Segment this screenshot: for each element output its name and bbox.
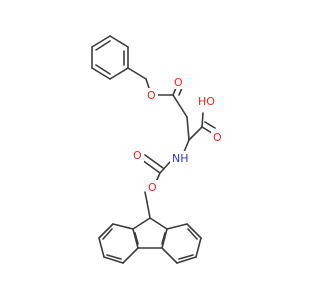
bond	[145, 78, 150, 89]
bond	[195, 237, 202, 258]
acid-hydroxyl-label: HO	[198, 95, 215, 108]
bond	[161, 247, 178, 264]
ester-oxygen-label: O	[147, 89, 156, 102]
structure-canvas: O O HO O NH O O	[91, 35, 224, 264]
bond	[186, 223, 202, 239]
bond-inner	[102, 228, 113, 240]
ester-chain	[127, 67, 216, 153]
bond-inner	[178, 254, 194, 260]
fluorene-system	[98, 217, 202, 264]
benzyl-ring	[91, 35, 129, 80]
molecule-diagram: O O HO O NH O O	[91, 35, 224, 264]
atom-labels: O O HO O NH O O	[131, 76, 224, 194]
bond	[144, 191, 148, 203]
bond	[188, 126, 203, 141]
bond	[109, 35, 129, 48]
bond	[98, 223, 114, 239]
bond-inner	[187, 228, 198, 240]
bond	[146, 201, 151, 219]
label-mask	[146, 180, 159, 194]
bond-inner	[95, 64, 111, 75]
bond	[132, 217, 151, 230]
bond-inner	[161, 232, 166, 245]
bond	[103, 256, 124, 264]
ester-carbonyl-oxygen-label: O	[174, 76, 183, 89]
label-mask	[131, 148, 144, 162]
bond	[98, 237, 105, 258]
label-mask	[196, 94, 216, 108]
bond	[161, 228, 168, 249]
carbamate-oxygen-label: O	[148, 181, 157, 194]
bond	[204, 121, 216, 129]
amine-nh-label: NH	[172, 152, 189, 165]
bond-inner	[134, 232, 139, 245]
bond	[186, 116, 190, 141]
bond-inner	[95, 40, 111, 51]
bond	[127, 67, 147, 80]
bond	[201, 126, 213, 134]
bond	[159, 161, 171, 174]
bond	[132, 228, 139, 249]
bond	[122, 247, 139, 264]
bond	[183, 139, 190, 153]
label-mask	[211, 130, 224, 144]
label-mask	[172, 76, 185, 89]
bond	[172, 94, 188, 118]
acid-carbonyl-oxygen-label: O	[213, 131, 222, 144]
bond	[201, 112, 204, 128]
bond	[166, 223, 188, 230]
bond	[144, 154, 164, 169]
label-mask	[145, 88, 158, 102]
carbamate-carbonyl-oxygen-label: O	[133, 149, 142, 162]
bond	[112, 223, 134, 230]
bond	[109, 67, 129, 80]
label-mask	[170, 151, 192, 165]
bond	[91, 35, 111, 48]
bond	[91, 67, 111, 80]
bond	[178, 87, 183, 96]
bond	[176, 256, 197, 264]
bond-inner	[106, 254, 122, 260]
bond	[172, 87, 177, 96]
bond	[149, 217, 168, 230]
bond	[141, 159, 161, 174]
